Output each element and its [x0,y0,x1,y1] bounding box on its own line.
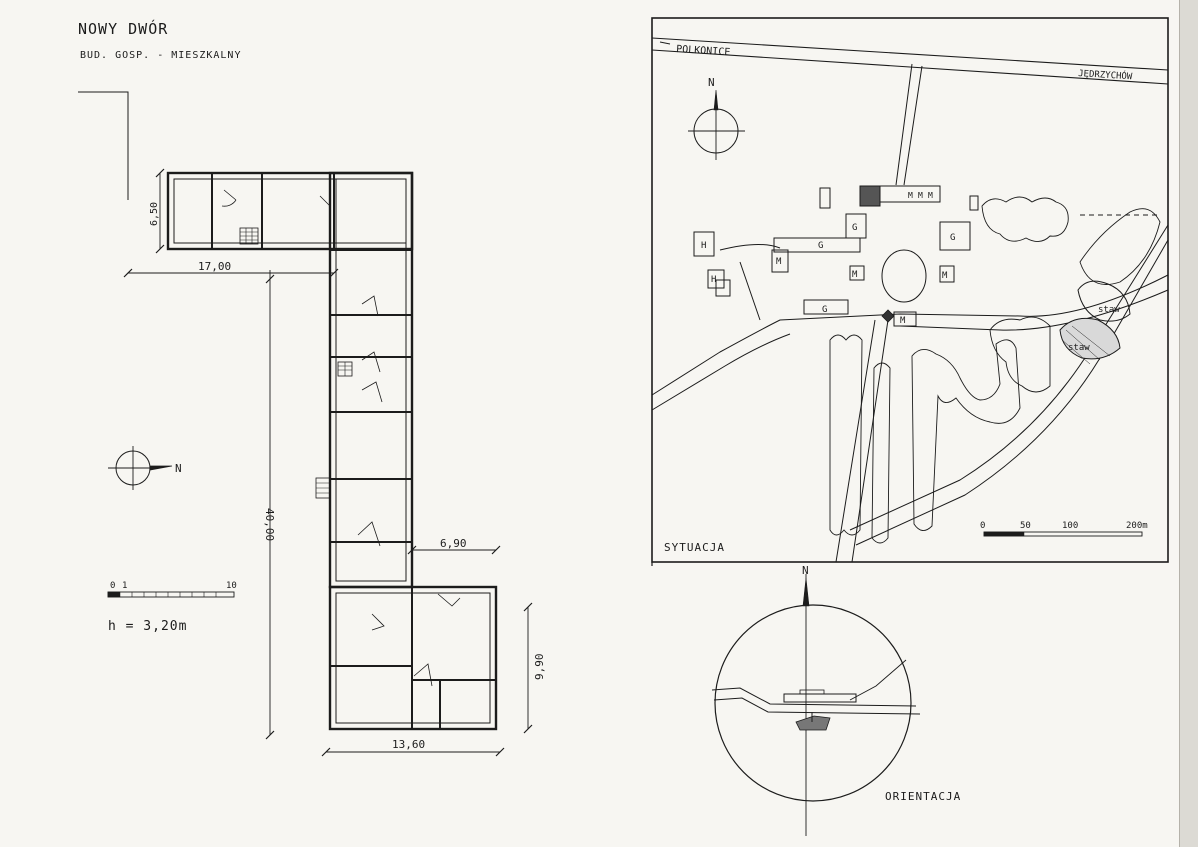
height-note: h = 3,20m [108,619,188,634]
bldg-label-m4: M [900,316,906,326]
site-north-label: N [708,76,715,89]
bldg-label-g2: G [852,223,857,233]
site-plan: H H G G G G M M M M M M M staw [651,17,1169,566]
sheet-edge [1179,0,1198,847]
floor-plan: 17,00 6,50 40,00 6,90 9,90 13,60 0 1 10 … [78,91,546,757]
site-scale-0: 0 [980,521,985,531]
bldg-label-h2: H [711,275,716,285]
bldg-label-m5: M [908,191,913,200]
bldg-label-g3: G [950,233,955,243]
bldg-label-h1: H [701,241,706,251]
orientation-north-label: N [802,564,809,577]
bldg-label-m3: M [942,271,948,281]
scale-zero: 0 [110,581,115,591]
scale-one: 1 [122,581,127,591]
site-scale-100: 100 [1062,521,1078,531]
road-label-east: JĘDRZYCHÓW [1078,67,1133,82]
bldg-label-m7: M [928,191,933,200]
pond-label-2: staw [1068,343,1090,353]
orientation-diagram: N [711,564,921,836]
dim-height-top: 6,50 [149,202,160,226]
scale-ten: 10 [226,581,237,591]
dim-wing: 6,90 [440,537,467,550]
dim-height-bottom: 9,90 [533,654,546,681]
pond-label-1: staw [1098,305,1120,315]
plan-north-label: N [175,462,182,475]
dim-length: 40,00 [263,508,276,541]
orientation-label: ORIENTACJA [885,790,962,803]
bldg-label-g4: G [822,305,827,315]
bldg-label-g1: G [818,241,823,251]
site-plan-label: SYTUACJA [664,541,725,554]
dim-width-bottom: 13,60 [392,738,425,751]
road-label-west: POLKONICE [676,44,731,58]
bldg-label-m2: M [852,270,858,280]
drawing-subtitle: BUD. GOSP. - MIESZKALNY [80,50,242,61]
bldg-label-m1: M [776,257,782,267]
bldg-label-m6: M [918,191,923,200]
dim-width-top: 17,00 [198,260,231,273]
site-scale-200: 200m [1126,521,1148,531]
site-scale-50: 50 [1020,521,1031,531]
drawing-title: NOWY DWÓR [78,20,169,38]
